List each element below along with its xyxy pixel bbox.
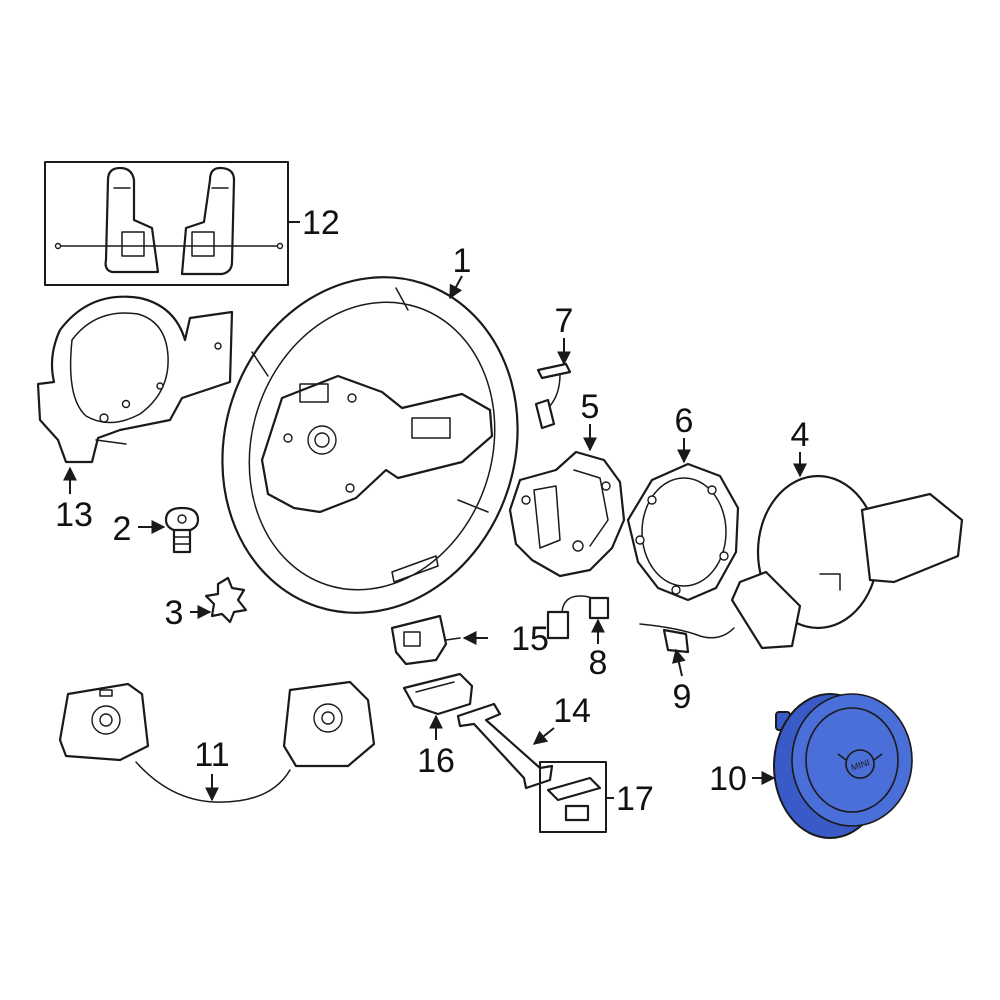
callout-14: 14: [532, 692, 591, 745]
callout-2: 2: [113, 510, 166, 548]
callout-label-7: 7: [555, 302, 574, 340]
part-14-strap[interactable]: [456, 702, 554, 790]
callout-13: 13: [55, 466, 93, 534]
callout-label-16: 16: [417, 742, 455, 780]
part-3-star-nut[interactable]: [204, 576, 248, 624]
callout-label-9: 9: [673, 678, 692, 716]
callout-label-4: 4: [791, 416, 810, 454]
part-2-bolt[interactable]: [164, 506, 200, 554]
callout-15: 15: [462, 620, 549, 658]
callout-label-5: 5: [581, 388, 600, 426]
part-15-switch-module[interactable]: [390, 614, 461, 666]
airbag-face-ring: [805, 707, 899, 813]
callout-11: 11: [194, 736, 230, 802]
callout-label-8: 8: [589, 644, 608, 682]
callout-5: 5: [581, 388, 600, 452]
part-16-trim-piece[interactable]: [402, 672, 474, 716]
callout-1: 1: [449, 242, 472, 300]
part-5-switch-bracket[interactable]: [508, 450, 626, 578]
callout-16: 16: [417, 714, 455, 780]
callout-label-2: 2: [113, 510, 132, 548]
callout-12: 12: [288, 204, 340, 242]
part-11-switch-set[interactable]: [58, 680, 376, 803]
part-4-upper-trim-cover[interactable]: [730, 474, 964, 650]
part-8-connector[interactable]: [546, 595, 610, 640]
part-9-wiring-harness[interactable]: [639, 623, 735, 654]
callout-label-15: 15: [511, 620, 549, 658]
part-1-steering-wheel[interactable]: [180, 239, 561, 652]
part-10-airbag[interactable]: MINI: [773, 693, 913, 839]
callout-label-14: 14: [553, 692, 591, 730]
callout-8: 8: [589, 618, 608, 682]
part-13-lower-trim-cover[interactable]: [36, 295, 234, 464]
callout-3: 3: [165, 594, 212, 632]
callout-label-12: 12: [302, 204, 340, 242]
part-12-paddle-shifters[interactable]: [44, 161, 289, 286]
callout-label-3: 3: [165, 594, 184, 632]
callout-9: 9: [672, 648, 692, 716]
callout-label-11: 11: [194, 736, 229, 774]
part-6-clock-spring[interactable]: [626, 462, 740, 602]
callout-label-10: 10: [709, 760, 747, 798]
callout-10: 10: [709, 760, 776, 798]
callout-4: 4: [791, 416, 810, 478]
callout-label-17: 17: [616, 780, 654, 818]
callout-17: 17: [606, 780, 654, 818]
callout-6: 6: [675, 402, 694, 464]
callout-label-6: 6: [675, 402, 694, 440]
airbag-face: [791, 693, 913, 827]
callout-7: 7: [555, 302, 574, 366]
callout-label-13: 13: [55, 496, 93, 534]
part-7-wiring-clip[interactable]: [534, 362, 572, 430]
callout-label-1: 1: [453, 242, 472, 280]
